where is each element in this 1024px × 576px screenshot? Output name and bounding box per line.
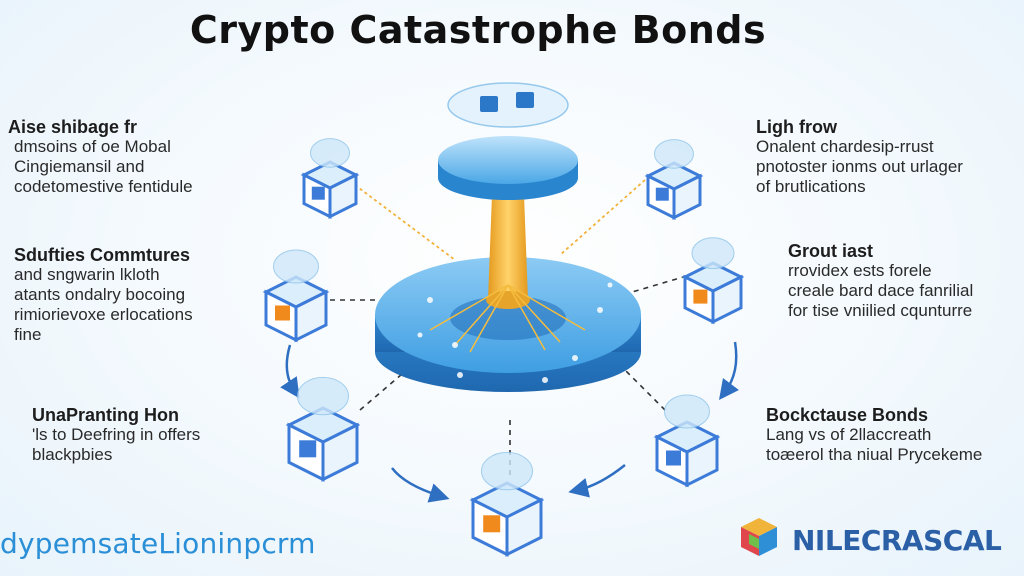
circular-arrow-icon — [280, 341, 739, 503]
label-heading: Sdufties Commtures — [14, 245, 191, 265]
label-line: creale bard dace fanrilial — [788, 281, 974, 300]
label-line: toæerol tha niual Prycekeme — [766, 445, 983, 464]
label-mid-right: Grout iast rrovidex ests forele creale b… — [788, 241, 973, 321]
label-line: Lang vs of 2llaccreath — [766, 425, 932, 444]
label-line: codetomestive fentidule — [14, 177, 193, 196]
label-heading: Ligh frow — [756, 117, 837, 137]
cube-node-top-right — [644, 139, 704, 221]
cube-dome — [481, 451, 533, 491]
cube-glyph — [693, 289, 708, 304]
cube-face — [685, 434, 719, 488]
footer-logo-text: NILECRASCAL — [792, 524, 1002, 557]
cube-node-low-left — [285, 376, 361, 482]
label-line: pnotoster ionms out urlager — [756, 157, 963, 176]
cube-face — [294, 289, 328, 343]
cube-node-low-right — [653, 394, 721, 488]
footer-brand-text: dypemsateLioninpcrm — [0, 527, 316, 560]
label-line: Onalent chardesip-rrust — [756, 137, 934, 156]
cube-glyph — [655, 187, 669, 201]
cube-node-top-left — [300, 138, 360, 220]
label-line: rimiorievoxe erlocations — [14, 305, 193, 324]
cube-face — [711, 274, 743, 325]
cube-glyph — [483, 515, 501, 533]
label-heading: Aise shibage fr — [8, 117, 138, 137]
label-line: dmsoins of oe Mobal — [14, 137, 171, 156]
cube-face — [505, 497, 543, 557]
label-line: and sngwarin lkloth — [14, 265, 160, 284]
cube-glyph — [666, 450, 681, 466]
cube-node-bottom — [469, 451, 545, 557]
label-line: of brutlications — [756, 177, 866, 196]
cube-face — [328, 172, 358, 220]
label-line: Cingiemansil and — [14, 157, 145, 176]
label-heading: UnaPranting Hon — [32, 405, 179, 425]
label-low-right: Bockctause Bonds Lang vs of 2llaccreath … — [766, 405, 982, 465]
cube-nodes — [262, 138, 745, 557]
connector-top-left — [354, 184, 456, 261]
label-top-right: Ligh frow Onalent chardesip-rrust pnotos… — [756, 117, 963, 197]
label-line: 'ls to Deefring in offers — [32, 425, 201, 444]
label-line: atants ondalry bocoing — [14, 285, 186, 304]
cube-node-mid-right — [681, 237, 745, 325]
cube-dome — [297, 376, 349, 416]
label-heading: Grout iast — [788, 241, 874, 261]
label-line: fine — [14, 325, 42, 344]
zigzag-connectors — [354, 179, 646, 261]
cube-glyph — [311, 186, 325, 200]
cube-face — [321, 422, 359, 482]
cube-dome — [654, 139, 694, 169]
cube-dome — [273, 249, 319, 284]
cube-dome — [310, 138, 350, 168]
label-mid-left: Sdufties Commtures and sngwarin lkloth a… — [14, 245, 193, 345]
cube-glyph — [299, 440, 317, 458]
cube-dome — [664, 394, 710, 429]
cube-node-mid-left — [262, 249, 330, 343]
cube-dome — [691, 237, 735, 270]
label-line: blackpbies — [32, 445, 113, 464]
logo-cube-icon — [741, 518, 777, 556]
footer-logo: NILECRASCAL — [738, 514, 1024, 562]
label-top-left: Aise shibage fr dmsoins of oe Mobal Cing… — [8, 117, 193, 197]
page-title: Crypto Catastrophe Bonds — [189, 8, 767, 52]
label-low-left: UnaPranting Hon 'ls to Deefring in offer… — [32, 405, 200, 465]
label-heading: Bockctause Bonds — [766, 405, 929, 425]
platform-icon — [375, 82, 641, 392]
cube-face — [672, 173, 702, 221]
label-line: rrovidex ests forele — [788, 261, 932, 280]
cube-glyph — [275, 305, 290, 321]
connector-top-right — [559, 179, 646, 256]
label-line: for tise vniilied cqunturre — [788, 301, 973, 320]
